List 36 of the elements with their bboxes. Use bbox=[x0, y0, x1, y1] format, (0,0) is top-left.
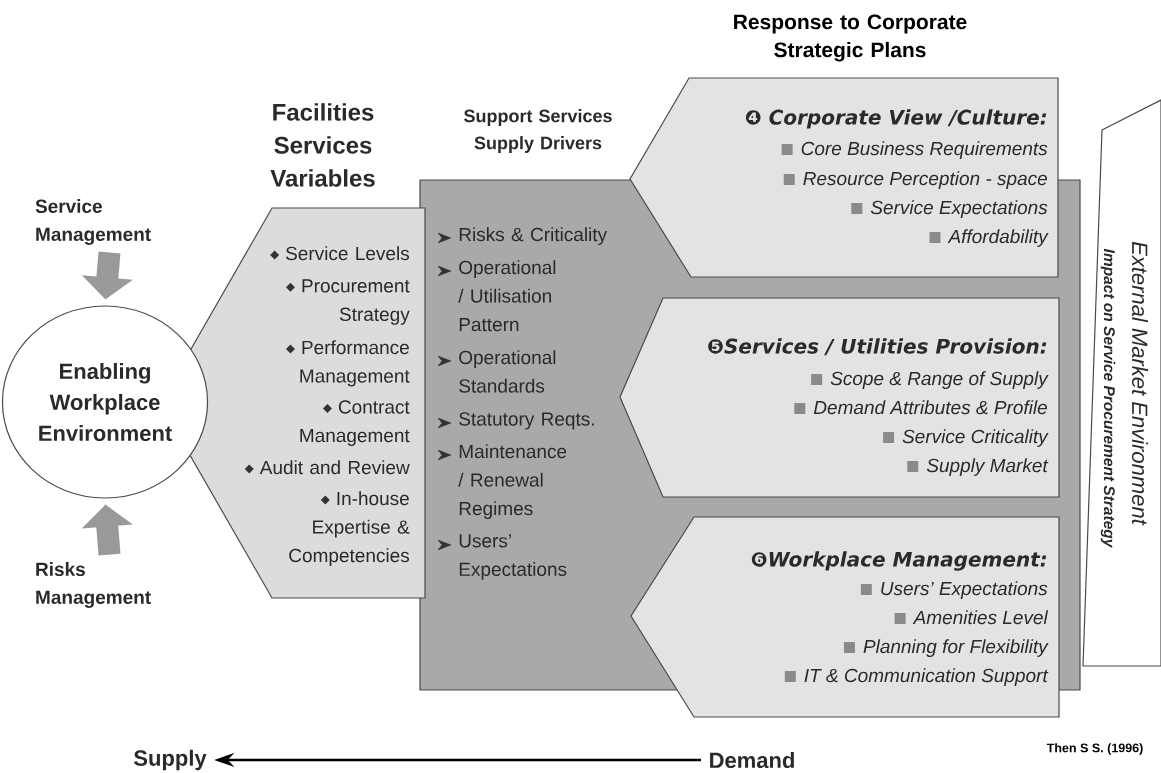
heading: ❻Workplace Management: bbox=[751, 551, 1047, 571]
list-item: Amenities Level bbox=[894, 610, 1049, 625]
list-item: Planning for Flexibility bbox=[843, 639, 1049, 657]
list-item: Service Criticality bbox=[883, 429, 1049, 447]
heading: External Market Environment bbox=[1131, 241, 1149, 526]
list-item: Core Business Requirements bbox=[781, 141, 1048, 159]
list-item: In-house Expertise & Competencies bbox=[289, 491, 410, 566]
list-item: Audit and Review bbox=[244, 460, 410, 475]
text-label: Demand bbox=[710, 751, 794, 769]
list-item: Performance Management bbox=[285, 340, 410, 387]
list-item: Scope & Range of Supply bbox=[811, 371, 1049, 389]
text-label: Supply bbox=[133, 749, 207, 771]
list-item: Maintenance / Renewal Regimes bbox=[458, 444, 567, 519]
heading: Facilities Services Variables bbox=[270, 103, 375, 187]
list-item: Contract Management bbox=[300, 400, 410, 446]
list-item: Statutory Reqts. bbox=[459, 412, 594, 430]
list-item: Users’ Expectations bbox=[459, 534, 567, 580]
heading: ❺Services / Utilities Provision: bbox=[708, 338, 1047, 356]
text-label: Risks Management bbox=[36, 562, 151, 608]
list-item: Operational Standards bbox=[459, 350, 556, 393]
list-item: Affordability bbox=[929, 229, 1049, 247]
list-item: Service Levels bbox=[270, 246, 410, 261]
heading: ❹ Corporate View /Culture: bbox=[745, 109, 1047, 129]
list-item: Resource Perception - space bbox=[783, 171, 1047, 189]
subheading: Impact on Service Procurement Strategy bbox=[1100, 248, 1116, 548]
list-item: Users’ Expectations bbox=[860, 581, 1048, 599]
list-item: Service Expectations bbox=[851, 200, 1048, 218]
list-item: Supply Market bbox=[907, 458, 1049, 476]
list-item: Risks & Criticality bbox=[459, 227, 608, 245]
list-item: Operational / Utilisation Pattern bbox=[458, 260, 556, 332]
list-item: IT & Communication Support bbox=[784, 668, 1049, 686]
citation: Then S S. (1996) bbox=[1046, 743, 1143, 755]
list-item: Procurement Strategy bbox=[285, 279, 410, 325]
text-label: Service Management bbox=[35, 199, 151, 245]
heading: Support Services Supply Drivers bbox=[464, 109, 612, 153]
list-item: Demand Attributes & Profile bbox=[794, 400, 1047, 415]
